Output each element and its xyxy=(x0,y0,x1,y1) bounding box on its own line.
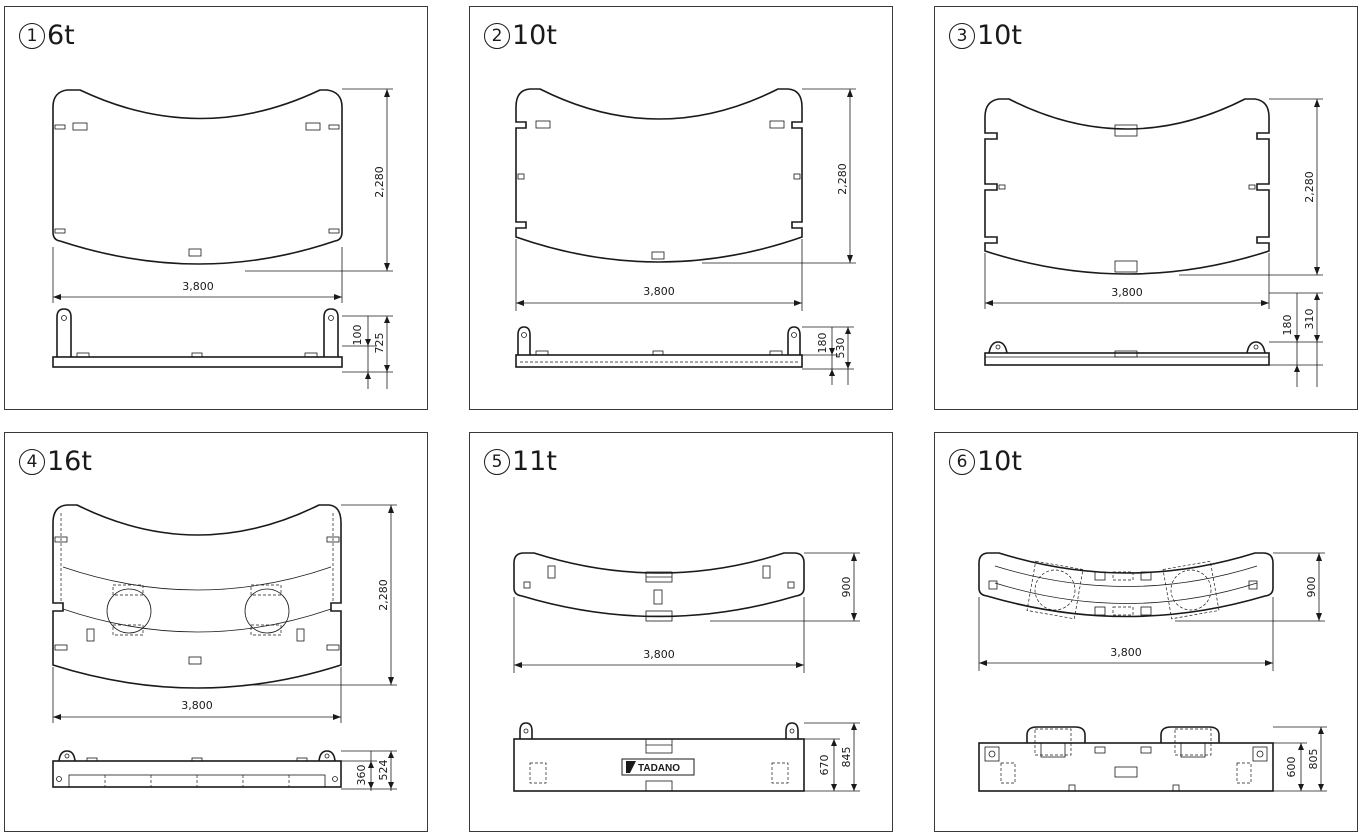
plan-view xyxy=(52,89,343,265)
panel-title: 4 16t xyxy=(19,447,92,477)
side-dim-label: 524 xyxy=(377,760,390,781)
plan-view xyxy=(515,88,803,263)
width-dim-label: 3,800 xyxy=(1110,646,1142,659)
width-dimension: 3,800 xyxy=(52,247,343,303)
panel-weight: 10t xyxy=(977,446,1022,477)
width-dim-label: 3,800 xyxy=(182,280,214,293)
width-dim-label: 3,800 xyxy=(643,648,675,661)
side-dim-label: 100 xyxy=(351,325,364,346)
counterweight-drawing: 2,280 3,800 100 725 xyxy=(52,88,393,389)
panel-title: 6 10t xyxy=(949,447,1022,477)
side-dim-label: 725 xyxy=(373,333,386,354)
height-dim-label: 2,280 xyxy=(836,163,849,195)
side-dim-label: 530 xyxy=(834,338,847,359)
panel-number: 2 xyxy=(484,23,510,49)
height-dim-label: 2,280 xyxy=(373,166,386,198)
side-dim-label: 845 xyxy=(840,747,853,768)
side-dim-label: 670 xyxy=(818,755,831,776)
counterweight-drawing: 2,280 3,800 180 530 xyxy=(515,88,856,385)
panel-4: 4 16t 2,280 xyxy=(4,432,428,832)
height-dimension: 2,280 xyxy=(245,504,397,686)
panel-2: 2 10t 2,280 3,800 xyxy=(469,6,893,410)
side-view: 180 310 xyxy=(984,292,1323,387)
width-dim-label: 3,800 xyxy=(181,699,213,712)
width-dim-label: 3,800 xyxy=(643,285,675,298)
panel-weight: 10t xyxy=(977,20,1022,51)
height-dimension: 900 xyxy=(1175,552,1325,622)
side-dim-label: 360 xyxy=(355,765,368,786)
side-view: 600 805 xyxy=(978,726,1327,792)
panel-number: 1 xyxy=(19,23,45,49)
tadano-logo: TADANO xyxy=(621,758,695,776)
counterweight-drawing: 900 3,800 TADANO xyxy=(513,552,860,792)
height-dimension: 2,280 xyxy=(245,88,393,272)
side-view: TADANO 670 845 xyxy=(513,722,860,792)
height-dimension: 2,280 xyxy=(1179,98,1323,276)
side-dim-label: 310 xyxy=(1303,309,1316,330)
plan-view xyxy=(978,552,1274,620)
plan-view xyxy=(52,504,342,689)
height-dimension: 2,280 xyxy=(702,88,856,264)
side-view: 180 530 xyxy=(515,326,854,385)
width-dimension: 3,800 xyxy=(978,597,1274,671)
logo-text: TADANO xyxy=(638,763,680,774)
panel-3: 3 10t 2,280 3,800 xyxy=(934,6,1358,410)
panel-number: 3 xyxy=(949,23,975,49)
side-dim-label: 180 xyxy=(1281,315,1294,336)
side-dim-label: 180 xyxy=(816,333,829,354)
panel-weight: 16t xyxy=(47,446,92,477)
side-dim-label: 805 xyxy=(1307,749,1320,770)
height-dim-label: 900 xyxy=(1305,577,1318,598)
panel-weight: 6t xyxy=(47,20,75,51)
side-view: 100 725 xyxy=(52,308,393,389)
panel-title: 1 6t xyxy=(19,21,75,51)
counterweight-drawing: 2,280 3,800 xyxy=(52,504,397,791)
counterweight-drawing: 2,280 3,800 180 310 xyxy=(984,98,1323,387)
height-dim-label: 900 xyxy=(840,577,853,598)
panel-title: 5 11t xyxy=(484,447,557,477)
panel-1: 1 6t 2,280 3,800 xyxy=(4,6,428,410)
counterweight-drawing: 900 3,800 xyxy=(978,552,1327,792)
width-dimension: 3,800 xyxy=(513,597,805,673)
width-dimension: 3,800 xyxy=(984,253,1270,309)
panel-title: 3 10t xyxy=(949,21,1022,51)
side-view: 360 524 xyxy=(52,750,397,791)
panel-number: 4 xyxy=(19,449,45,475)
plan-view xyxy=(984,98,1270,275)
height-dim-label: 2,280 xyxy=(377,579,390,611)
height-dim-label: 2,280 xyxy=(1303,171,1316,203)
panel-weight: 11t xyxy=(512,446,557,477)
panel-title: 2 10t xyxy=(484,21,557,51)
plan-view xyxy=(513,552,805,622)
panel-5: 5 11t 900 3,800 xyxy=(469,432,893,832)
panel-weight: 10t xyxy=(512,20,557,51)
panel-number: 5 xyxy=(484,449,510,475)
panel-6: 6 10t 900 xyxy=(934,432,1358,832)
height-dimension: 900 xyxy=(710,552,860,622)
width-dimension: 3,800 xyxy=(515,239,803,311)
width-dimension: 3,800 xyxy=(52,667,342,723)
width-dim-label: 3,800 xyxy=(1111,286,1143,299)
side-dim-label: 600 xyxy=(1285,757,1298,778)
panel-number: 6 xyxy=(949,449,975,475)
